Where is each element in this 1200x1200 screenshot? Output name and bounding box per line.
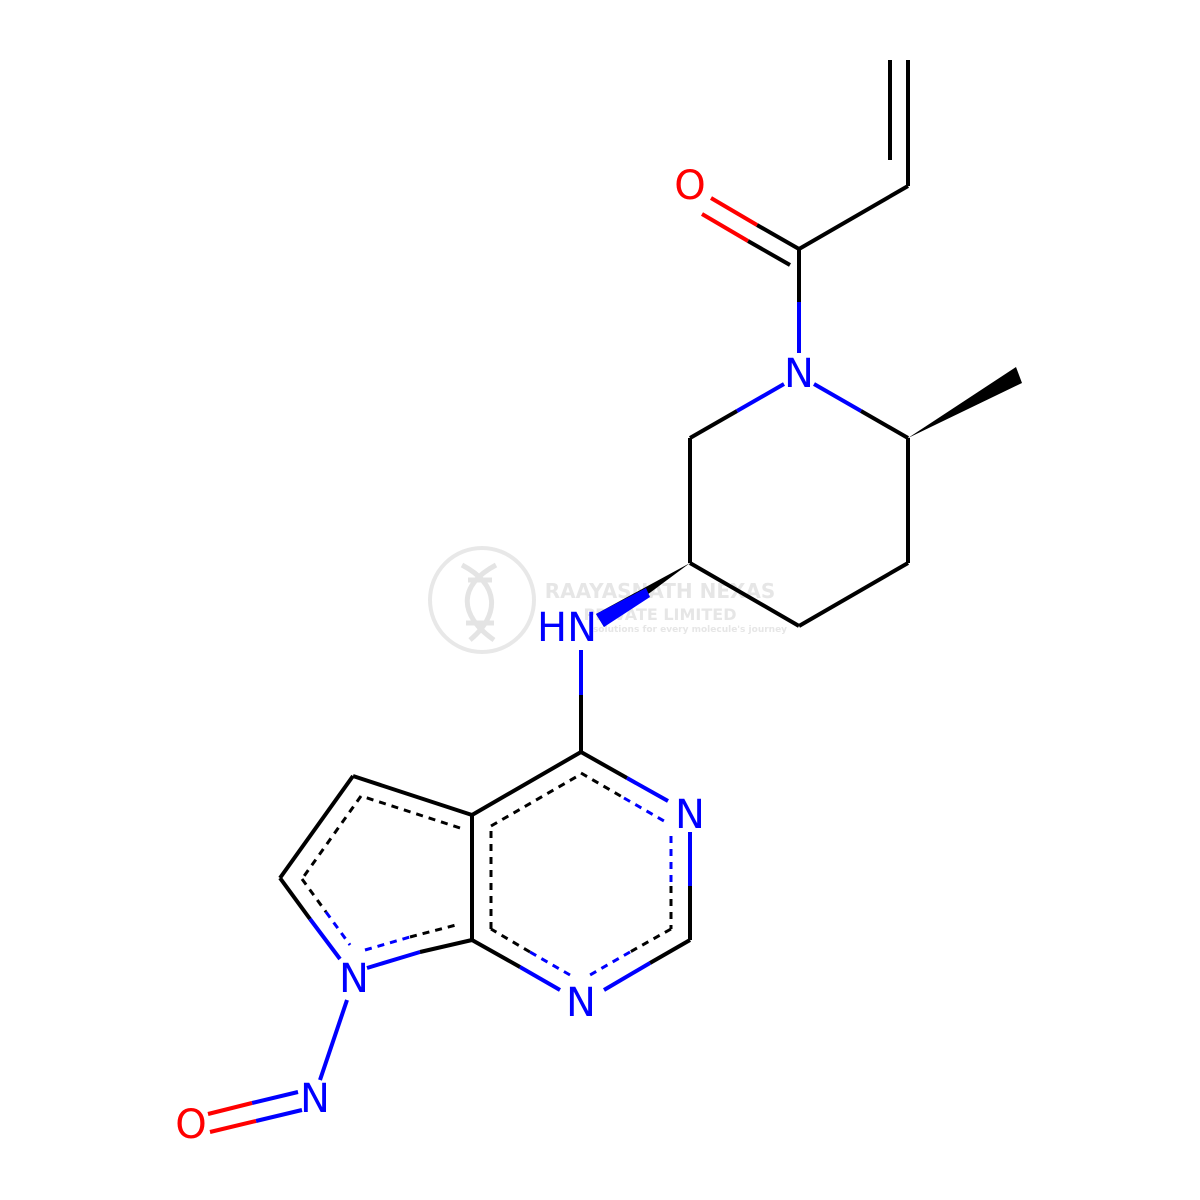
watermark: RAAYASNATH NEXAS PRIVATE LIMITED solutio…: [428, 546, 787, 654]
watermark-logo-ring: [428, 546, 536, 654]
carbonyl-double-bond: [700, 196, 800, 267]
atom-nitrogen-pyrrole: N: [339, 956, 369, 1002]
vinyl-group: [797, 60, 910, 251]
dna-helix-icon: [460, 562, 498, 643]
atom-nitrogen-pyrimidine-bottom: N: [566, 980, 596, 1026]
bond-vinyl-carbonyl: [797, 184, 910, 251]
atom-oxygen-carbonyl: O: [674, 163, 705, 209]
pyrrole-aromatic-dashes: [300, 794, 461, 952]
pyrrole-ring: [278, 774, 473, 970]
atom-nitrogen-nitroso: N: [300, 1076, 330, 1122]
piperidine-ring: [688, 382, 910, 628]
pyrimidine-ring: [470, 750, 692, 992]
atom-nitrogen-piperidine: N: [784, 351, 814, 397]
nitroso-group: [207, 999, 349, 1134]
atom-nitrogen-pyrimidine-top: N: [675, 792, 705, 838]
amine-wedge-bond-tip: [596, 588, 650, 627]
methyl-wedge-bond: [908, 367, 1022, 438]
atom-amine-hn: HN: [537, 605, 597, 651]
atom-oxygen-nitroso: O: [175, 1102, 206, 1148]
pyrimidine-aromatic-dashes: [489, 771, 673, 977]
watermark-tagline: solutions for every molecule's journey: [593, 625, 787, 635]
